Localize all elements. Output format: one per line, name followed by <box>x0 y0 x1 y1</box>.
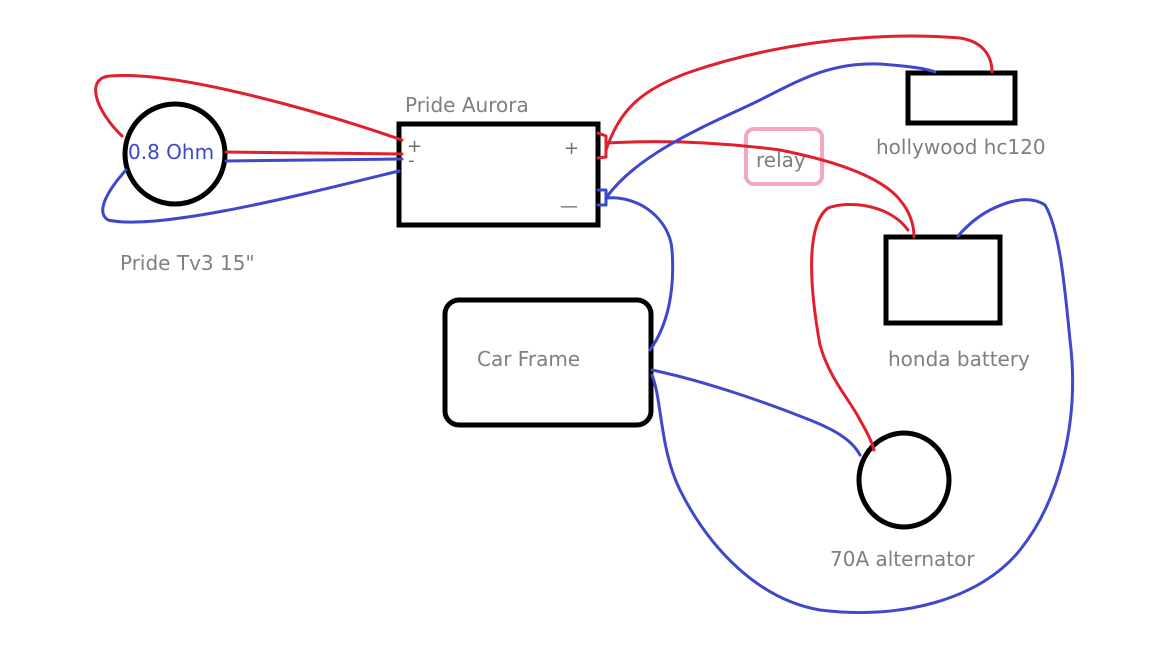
red-wire-sub-to-amp <box>224 150 404 156</box>
subwoofer-circle <box>122 101 228 207</box>
battery-label: honda battery <box>888 347 1030 371</box>
blue-wire-sub-to-amp <box>224 157 404 163</box>
red-wire-amp-to-cap <box>604 34 994 152</box>
capacitor-box <box>905 70 1018 126</box>
amplifier-box <box>396 121 601 228</box>
alternator-circle <box>856 430 952 530</box>
capacitor-label: hollywood hc120 <box>876 135 1046 159</box>
amplifier-label: Pride Aurora <box>405 93 529 117</box>
amp-pos-in: + <box>407 136 422 157</box>
subwoofer-label: Pride Tv3 15" <box>120 251 255 275</box>
subwoofer-impedance: 0.8 Ohm <box>128 140 214 164</box>
amp-neg-out: — <box>560 196 578 217</box>
blue-wire-frame-to-battery <box>650 198 1075 614</box>
blue-wire-sub-loop <box>101 168 401 224</box>
amp-neg-in: - <box>408 150 415 171</box>
blue-wire-amp-to-frame <box>604 196 675 352</box>
car-frame-box <box>442 297 654 428</box>
blue-wire-amp-to-cap <box>604 62 937 200</box>
amp-pos-out: + <box>564 138 579 159</box>
red-wire-battery-to-alternator <box>810 203 910 452</box>
relay-label: relay <box>756 148 806 172</box>
car-frame-label: Car Frame <box>477 347 580 371</box>
blue-wire-frame-to-alternator <box>650 368 862 457</box>
relay-box <box>744 127 824 186</box>
battery-box <box>883 234 1003 326</box>
alternator-label: 70A alternator <box>830 547 975 571</box>
red-wire-sub-loop <box>94 73 404 142</box>
